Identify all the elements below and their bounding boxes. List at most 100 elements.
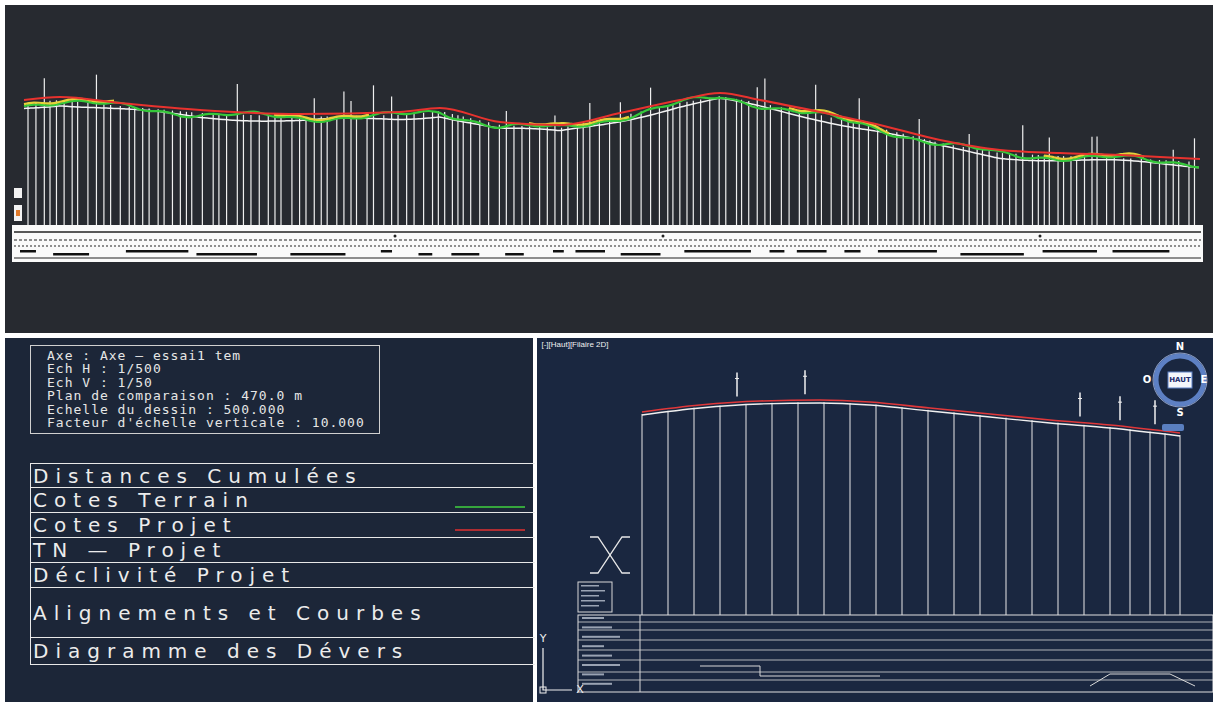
superelevation <box>1090 674 1195 686</box>
station-line <box>850 403 851 615</box>
station-line <box>213 114 214 225</box>
station-line <box>1009 153 1010 225</box>
station-line <box>158 109 159 225</box>
station-line <box>934 142 935 225</box>
band-dot <box>394 235 397 238</box>
ucs-icon <box>543 648 572 690</box>
band-mark <box>290 253 345 256</box>
band-dot <box>1039 235 1042 238</box>
cut-line <box>789 108 889 133</box>
station-line <box>924 139 925 225</box>
station-line <box>336 116 337 225</box>
station-line <box>1058 423 1059 615</box>
band-dot <box>662 235 665 238</box>
station-line <box>1150 160 1151 225</box>
station-line <box>1057 156 1058 225</box>
station-line <box>1188 161 1189 225</box>
station-line <box>1096 137 1097 225</box>
station-line <box>366 116 367 225</box>
station-line <box>218 114 219 225</box>
cut-line <box>274 115 369 120</box>
station-line <box>583 123 584 225</box>
axis-info: Plan de comparaison : 470.0 m <box>47 389 373 402</box>
marker <box>1154 400 1156 424</box>
station-line <box>1114 158 1115 225</box>
band-title-mark <box>582 636 620 638</box>
station-line <box>841 120 842 225</box>
station-line <box>444 112 445 225</box>
station-line <box>748 101 749 225</box>
axis-info: Echelle du dessin : 500.000 <box>47 403 373 416</box>
station-line <box>928 410 929 615</box>
band-row: TN — Projet <box>30 537 535 562</box>
station-line <box>630 114 631 225</box>
station-line <box>913 136 914 225</box>
top-panel <box>5 5 1213 333</box>
station-line <box>736 99 737 225</box>
station-line <box>561 128 562 225</box>
station-line <box>700 99 701 225</box>
side-mark <box>14 205 22 221</box>
compass-ring <box>1156 356 1204 404</box>
station-line <box>799 111 800 225</box>
station-line <box>807 113 808 225</box>
station-line <box>1130 159 1131 225</box>
station-line <box>539 127 540 225</box>
station-line <box>406 114 407 225</box>
station-line <box>202 113 203 225</box>
band-line <box>14 258 1201 259</box>
station-line <box>1110 427 1111 615</box>
station-line <box>27 103 28 225</box>
side-mark <box>14 188 22 198</box>
info-box-mark <box>581 605 599 607</box>
station-line <box>877 127 878 225</box>
viewport-profile <box>540 353 1213 693</box>
station-line <box>1165 433 1166 615</box>
station-line <box>554 116 555 225</box>
station-line <box>798 402 799 615</box>
station-line <box>77 102 78 225</box>
station-line <box>314 98 315 225</box>
station-line <box>1022 125 1023 225</box>
band-title: TN — Projet <box>33 539 227 561</box>
station-line <box>280 116 281 225</box>
station-line <box>259 115 260 225</box>
station-line <box>72 101 73 225</box>
station-line <box>237 84 238 225</box>
station-line <box>488 122 489 225</box>
station-line <box>547 127 548 225</box>
band-mark <box>844 250 860 253</box>
station-line <box>1159 160 1160 225</box>
station-line <box>1123 158 1124 225</box>
station-line <box>1002 153 1003 225</box>
station-line <box>529 126 530 225</box>
station-line <box>709 98 710 225</box>
band-title-mark <box>582 645 604 647</box>
station-line <box>868 126 869 225</box>
station-line <box>186 112 187 225</box>
marker <box>736 373 738 397</box>
station-line <box>1084 157 1085 225</box>
band-mark <box>126 250 188 253</box>
terrain-line <box>24 97 1199 167</box>
station-line <box>903 134 904 225</box>
station-line <box>1180 435 1181 615</box>
station-line <box>599 120 600 225</box>
station-line <box>226 114 227 225</box>
station-line <box>977 149 978 225</box>
station-line <box>781 107 782 225</box>
station-line <box>56 100 57 225</box>
station-line <box>432 112 433 225</box>
axis-info: Axe : Axe — essai1 tem <box>47 349 373 362</box>
band-mark <box>505 253 524 256</box>
station-line <box>87 103 88 225</box>
station-line <box>725 97 726 225</box>
station-line <box>980 415 981 615</box>
station-line <box>989 151 990 225</box>
terrain-line <box>642 403 1180 436</box>
station-line <box>397 115 398 225</box>
station-line <box>953 145 954 225</box>
station-line <box>479 120 480 225</box>
axis-info: Ech V : 1/50 <box>47 376 373 389</box>
band-title-mark <box>582 655 612 657</box>
